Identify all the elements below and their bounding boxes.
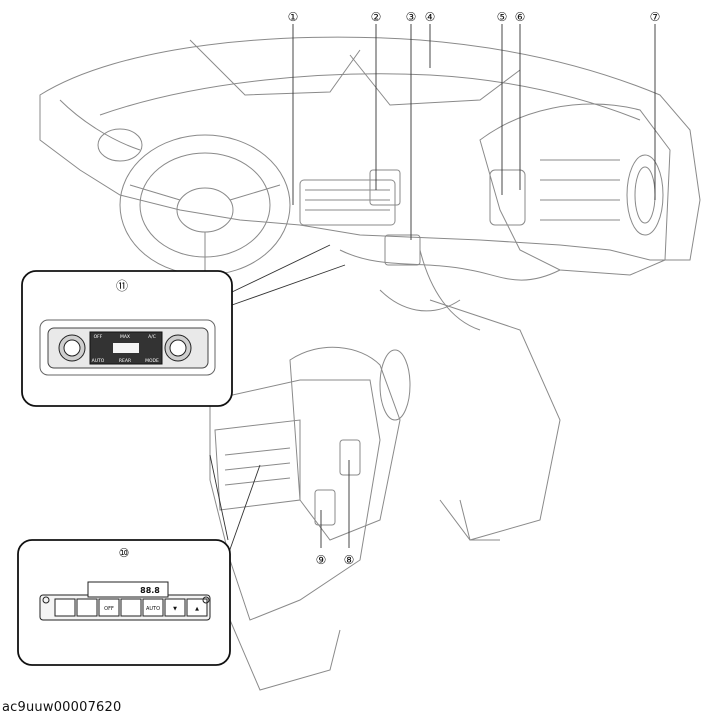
front-btn-auto: AUTO	[92, 358, 105, 364]
rear-btn-off: OFF	[104, 606, 114, 612]
callout-7: ⑦	[650, 10, 661, 24]
callout-8: ⑧	[344, 553, 355, 567]
callout-6: ⑥	[515, 10, 526, 24]
rear-btn-auto: AUTO	[146, 606, 160, 612]
center-vent	[299, 179, 396, 226]
rear-btn-up: ▲	[195, 606, 199, 612]
dashboard-outline	[39, 36, 701, 261]
rear-panel-display: 88.8	[140, 586, 160, 595]
front-btn-max: MAX	[120, 334, 130, 340]
front-btn-rear: REAR	[119, 358, 131, 364]
callout-11: ⑪	[116, 279, 128, 293]
front-btn-off: OFF	[94, 334, 103, 340]
hvac-unit	[479, 103, 671, 276]
image-id-caption: ac9uuw00007620	[2, 700, 122, 715]
callout-9: ⑨	[316, 553, 327, 567]
callout-2: ②	[371, 10, 382, 24]
callout-3: ③	[406, 10, 417, 24]
rear-btn-down: ▼	[173, 606, 177, 612]
rear-climate-panel-inset: ⑩ 88.8 OFF AUTO ▼ ▲	[17, 539, 231, 666]
front-btn-mode: MODE	[145, 358, 159, 364]
callout-1: ①	[288, 10, 299, 24]
front-climate-panel-inset: ⑪ OFF MAX A/C AUTO REAR MODE	[21, 270, 233, 407]
center-console	[209, 379, 381, 621]
callout-5: ⑤	[497, 10, 508, 24]
callout-10: ⑩	[119, 546, 130, 560]
front-btn-ac: A/C	[148, 334, 156, 340]
callout-4: ④	[425, 10, 436, 24]
rear-duct	[289, 346, 401, 541]
